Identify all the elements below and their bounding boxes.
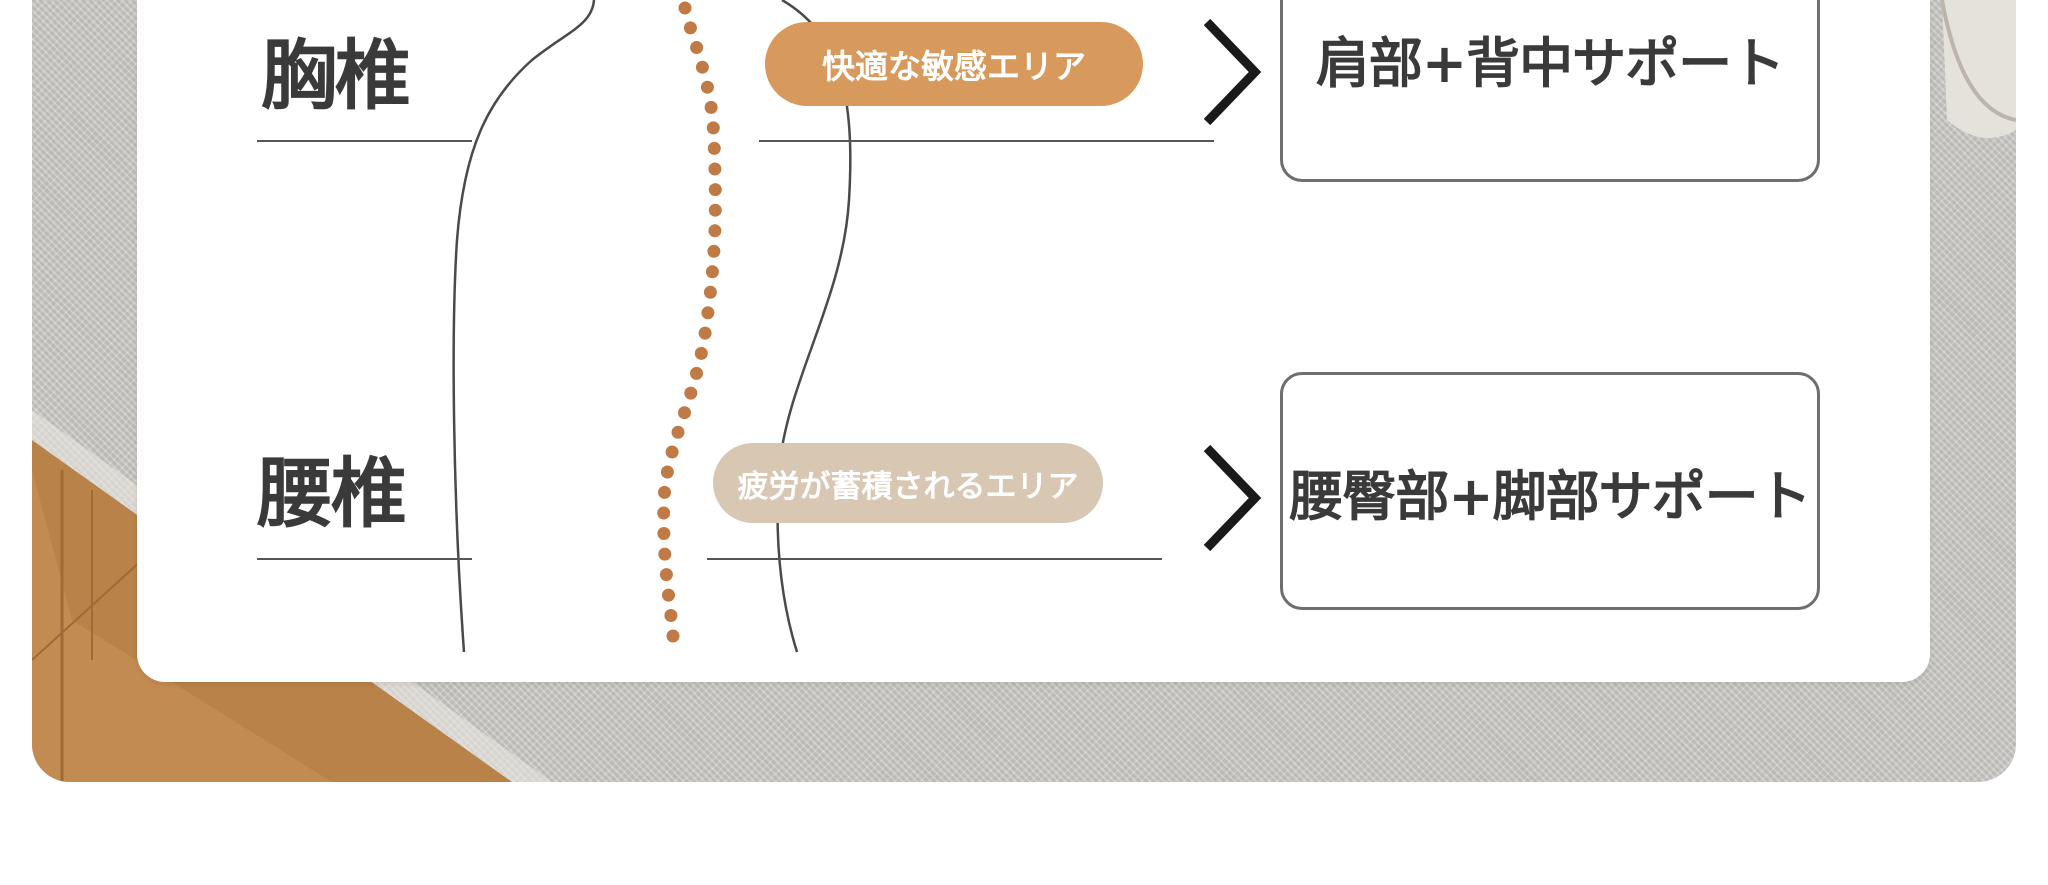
spine-dot: [708, 162, 722, 176]
section-underline: [257, 558, 472, 560]
spine-dot: [658, 547, 672, 561]
chevron-right-icon: [1203, 18, 1262, 126]
zone-badge-fatigue: 疲労が蓄積されるエリア: [713, 443, 1103, 523]
spine-dot: [684, 386, 698, 400]
spine-dot: [701, 306, 715, 320]
spine-dot: [704, 100, 718, 114]
section-label-thoracic: 胸椎: [261, 31, 411, 120]
spine-dot: [678, 406, 691, 420]
spine-dot: [665, 445, 679, 459]
zone-underline: [707, 558, 1162, 560]
spine-dot: [695, 60, 709, 74]
spine-dot: [659, 568, 673, 582]
spine-dot: [707, 141, 721, 155]
section-underline: [257, 140, 472, 142]
spine-dot: [662, 588, 675, 602]
spine-dot: [666, 629, 680, 643]
support-box-waist-legs: 腰臀部+脚部サポート: [1280, 372, 1820, 610]
spine-dot: [658, 485, 671, 499]
back-outline: [452, 0, 596, 653]
spine-dot: [657, 506, 671, 520]
spine-dot: [690, 366, 703, 380]
cushion-edge: [1940, 0, 2016, 122]
chevron-right-icon: [1203, 444, 1262, 552]
section-label-lumbar: 腰椎: [257, 449, 407, 538]
wood-seam: [32, 559, 143, 661]
zone-badge-sensitive: 快適な敏感エリア: [765, 22, 1143, 106]
spine-dot: [708, 203, 722, 217]
spine-dot: [700, 80, 714, 94]
cushion-corner: [1942, 0, 2016, 138]
spine-dot: [683, 21, 697, 35]
spine-dot: [707, 244, 721, 258]
spine-dot: [690, 41, 704, 54]
spine-dot: [660, 465, 674, 479]
spine-dot: [708, 224, 722, 238]
support-diagram-card: 胸椎 快適な敏感エリア 肩部+背中サポート 腰椎 疲労が蓄積されるエリア 腰臀部…: [137, 0, 1930, 682]
spine-dot: [698, 326, 712, 340]
spine-dots-icon: [657, 1, 722, 643]
spine-dot: [703, 285, 717, 299]
spine-dot: [657, 527, 671, 540]
zone-underline: [759, 140, 1214, 142]
spine-dot: [708, 183, 722, 197]
spine-dot: [671, 425, 685, 439]
spine-dot: [706, 121, 720, 135]
support-box-shoulder-back: 肩部+背中サポート: [1280, 0, 1820, 182]
spine-dot: [664, 609, 678, 622]
spine-dot: [694, 346, 708, 360]
spine-dot: [705, 265, 719, 279]
wood-floor-highlight: [32, 470, 332, 782]
spine-dot: [678, 1, 692, 15]
